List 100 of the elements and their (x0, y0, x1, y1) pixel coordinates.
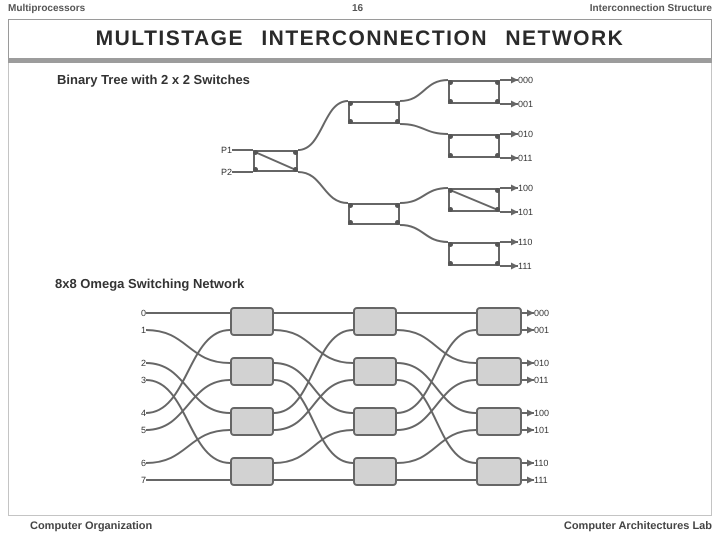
input-label: P1 (214, 144, 232, 156)
connector-line (400, 79, 448, 102)
switch-box (476, 407, 522, 436)
header-text: Interconnection Structure (590, 3, 712, 16)
connector-line (274, 429, 354, 464)
arrow (522, 476, 534, 484)
connector-line (298, 171, 348, 204)
output-label: 111 (518, 260, 540, 272)
connector-line (274, 479, 353, 481)
connector-line (146, 362, 230, 414)
connector-line (146, 312, 230, 314)
connector-line (146, 429, 230, 464)
arrow (522, 376, 534, 384)
arrow (522, 426, 534, 434)
connector-line (400, 123, 448, 135)
output-label: 010 (518, 128, 540, 140)
section-heading: Binary Tree with 2 x 2 Switches (57, 72, 250, 88)
input-label: 2 (134, 357, 146, 369)
input-label: 5 (134, 424, 146, 436)
footer-text: Computer Architectures Lab (564, 520, 712, 534)
arrow (522, 460, 534, 466)
connector-line (396, 379, 476, 464)
switch-box (476, 457, 522, 486)
switch-box (448, 134, 500, 158)
switch-box (476, 357, 522, 386)
switch-box (476, 307, 522, 336)
arrow (522, 326, 534, 334)
switch-box (230, 457, 274, 486)
input-label: 4 (134, 407, 146, 419)
connector-line (397, 479, 476, 481)
arrow (500, 100, 518, 108)
slide-title: MULTISTAGE INTERCONNECTION NETWORK (96, 26, 624, 52)
footer-text: Computer Organization (30, 520, 152, 534)
switch-box (353, 357, 397, 386)
output-label: 011 (518, 152, 540, 164)
output-label: 001 (518, 98, 540, 110)
arrow (522, 410, 534, 416)
output-label: 100 (534, 407, 556, 419)
output-label: 101 (534, 424, 556, 436)
arrow (500, 262, 518, 270)
switch-box (353, 457, 397, 486)
output-label: 101 (518, 206, 540, 218)
connector-line (146, 379, 230, 431)
output-label: 010 (534, 357, 556, 369)
output-label: 111 (534, 474, 556, 486)
page-number: 16 (352, 3, 364, 16)
connector-line (396, 362, 476, 414)
connector-line (298, 100, 348, 151)
connector-line (396, 329, 476, 364)
switch-box (448, 188, 500, 212)
arrow (500, 76, 518, 84)
input-label: 0 (134, 307, 146, 319)
connector-line (400, 224, 448, 243)
connector-line (396, 329, 476, 414)
switch-box (230, 407, 274, 436)
connector-line (397, 312, 476, 314)
input-label: 3 (134, 374, 146, 386)
connector-line (396, 379, 476, 431)
arrow (500, 208, 518, 216)
input-label: 1 (134, 324, 146, 336)
arrow (522, 310, 534, 316)
connector-line (274, 329, 354, 414)
switch-box (448, 242, 500, 266)
input-label: 7 (134, 474, 146, 486)
connector-line (146, 379, 230, 464)
connector-line (274, 362, 354, 414)
connector-line (274, 379, 354, 431)
section-heading: 8x8 Omega Switching Network (55, 276, 244, 292)
output-label: 110 (518, 236, 540, 248)
input-label: P2 (214, 166, 232, 178)
switch-box (348, 101, 400, 124)
output-label: 110 (534, 457, 556, 469)
output-label: 100 (518, 182, 540, 194)
connector-line (232, 171, 253, 173)
switch-box (353, 407, 397, 436)
input-label: 6 (134, 457, 146, 469)
arrow (522, 360, 534, 366)
arrow (500, 130, 518, 138)
switch-box (353, 307, 397, 336)
arrow (500, 184, 518, 192)
output-label: 000 (518, 74, 540, 86)
connector-line (274, 379, 354, 464)
connector-line (146, 329, 230, 414)
output-label: 011 (534, 374, 556, 386)
connector-line (396, 429, 476, 464)
connector-line (146, 479, 230, 481)
output-label: 001 (534, 324, 556, 336)
connector-line (232, 149, 253, 151)
arrow (500, 238, 518, 246)
switch-box (230, 357, 274, 386)
output-label: 000 (534, 307, 556, 319)
connector-line (400, 187, 448, 204)
switch-box (253, 150, 298, 172)
connector-line (146, 329, 230, 364)
switch-box (348, 203, 400, 225)
switch-box (448, 80, 500, 104)
switch-box (230, 307, 274, 336)
arrow (500, 154, 518, 162)
connector-line (274, 312, 353, 314)
header-text: Multiprocessors (8, 3, 86, 16)
